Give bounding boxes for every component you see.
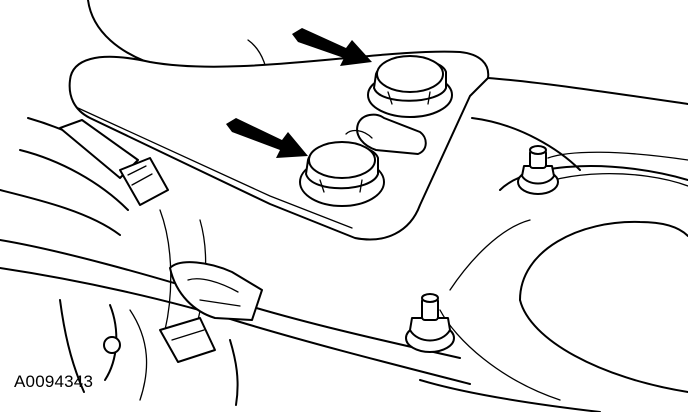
upper-stud-nut xyxy=(517,145,559,195)
lower-stud-nut xyxy=(405,293,455,353)
upper-arrow-icon xyxy=(292,28,372,66)
shock-tower xyxy=(419,77,688,412)
lower-arrow-icon xyxy=(226,118,308,158)
pointer-arrows xyxy=(226,28,372,158)
upper-bolt xyxy=(367,55,453,118)
lower-components xyxy=(59,261,263,406)
lower-bolt xyxy=(299,141,385,207)
figure-id-label: A0094343 xyxy=(14,372,94,391)
hose xyxy=(59,119,169,206)
